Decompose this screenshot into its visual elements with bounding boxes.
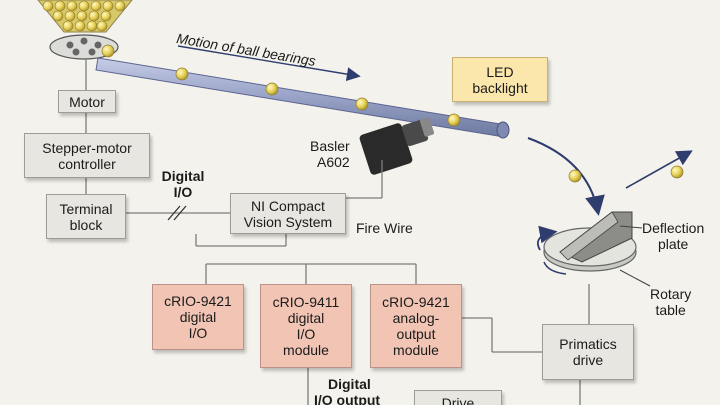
crio-9421-digital-box: cRIO-9421 digital I/O xyxy=(152,284,244,350)
crio-9411-box: cRIO-9411 digital I/O module xyxy=(260,284,352,368)
digital-io-label: Digital I/O xyxy=(158,168,208,200)
deflect-arrow xyxy=(625,150,693,189)
digital-io-output-label: Digital I/O output xyxy=(314,376,380,405)
compact-vision-line-1: NI Compact xyxy=(251,197,325,214)
crio9421b-line-3: output xyxy=(396,326,436,342)
deflected-ball xyxy=(670,165,684,179)
drive-label: Drive xyxy=(441,395,475,405)
terminal-block-box: Terminal block xyxy=(46,194,126,239)
stepper-line-2: controller xyxy=(58,155,116,172)
camera-line-2: A602 xyxy=(316,154,350,170)
crio9421b-line-4: module xyxy=(393,342,439,358)
motion-arrow xyxy=(177,45,361,82)
digital-io-line-2: I/O xyxy=(173,184,193,200)
crio9411-line-4: module xyxy=(283,342,329,358)
rotary-table-label: Rotary table xyxy=(650,286,691,318)
led-line-2: backlight xyxy=(472,79,528,96)
stepper-line-1: Stepper-motor xyxy=(42,139,132,156)
compact-vision-line-2: Vision System xyxy=(243,213,333,230)
crio9421b-line-1: cRIO-9421 xyxy=(382,294,450,310)
primatics-line-1: Primatics xyxy=(559,336,617,352)
terminal-line-2: block xyxy=(69,216,103,233)
crio9411-line-2: digital xyxy=(287,310,325,326)
falling-ball xyxy=(568,169,582,183)
rotary-line-1: Rotary xyxy=(650,286,692,302)
hopper xyxy=(37,0,133,60)
compact-vision-box: NI Compact Vision System xyxy=(230,193,346,234)
primatics-drive-box: Primatics drive xyxy=(542,324,634,380)
crio9421b-line-2: analog- xyxy=(392,310,440,326)
rotary-table xyxy=(536,211,637,275)
rotary-line-2: table xyxy=(655,302,686,318)
crio9421a-line-2: digital xyxy=(179,309,217,325)
camera-line-1: Basler xyxy=(310,138,350,154)
primatics-line-2: drive xyxy=(572,352,604,368)
stepper-controller-box: Stepper-motor controller xyxy=(24,133,150,178)
deflection-line-2: plate xyxy=(657,236,689,252)
deflection-plate-label: Deflection plate xyxy=(642,220,704,252)
digital-io-output-line-2: I/O output xyxy=(314,392,381,405)
crio-9421-analog-box: cRIO-9421 analog- output module xyxy=(370,284,462,368)
camera-icon xyxy=(359,117,435,175)
digital-io-output-line-1: Digital xyxy=(328,376,371,392)
crio9421a-line-1: cRIO-9421 xyxy=(164,293,232,309)
deflection-line-1: Deflection xyxy=(642,220,705,236)
digital-io-line-1: Digital xyxy=(161,168,205,184)
led-backlight: LED backlight xyxy=(452,57,548,102)
terminal-line-1: Terminal xyxy=(59,200,113,217)
led-line-1: LED xyxy=(486,63,514,80)
camera-label: Basler A602 xyxy=(310,138,350,170)
crio9411-line-1: cRIO-9411 xyxy=(272,294,340,310)
drive-box: Drive xyxy=(414,390,502,405)
drop-arrow xyxy=(527,137,605,216)
firewire-label: Fire Wire xyxy=(356,220,413,236)
motor-label: Motor xyxy=(69,93,105,110)
crio9421a-line-3: I/O xyxy=(188,325,208,341)
crio9411-line-3: I/O xyxy=(296,326,316,342)
track xyxy=(95,44,510,139)
motor-box: Motor xyxy=(58,90,116,113)
